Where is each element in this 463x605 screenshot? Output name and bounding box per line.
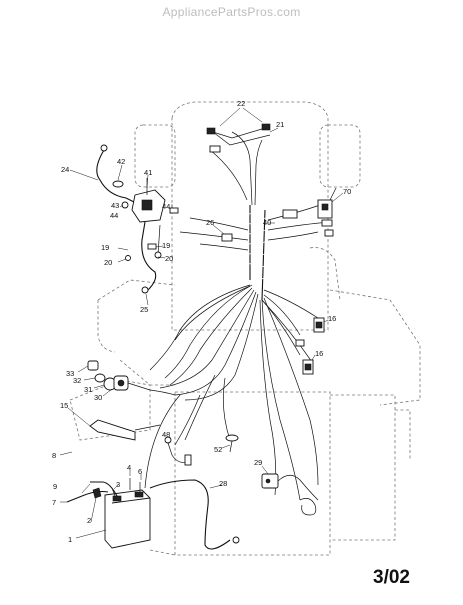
callout-4: 4 [127, 463, 131, 472]
callout-22: 22 [237, 99, 245, 108]
connector [209, 145, 221, 153]
callout-20-right: 20 [165, 254, 173, 263]
callout-8: 8 [52, 451, 56, 460]
callout-44-right: 44 [162, 202, 170, 211]
callout-19-right: 19 [162, 241, 170, 250]
headlight-socket-left [206, 127, 216, 135]
callout-44-left: 44 [110, 211, 118, 220]
callout-70: 70 [343, 187, 351, 196]
callout-40: 40 [263, 218, 271, 227]
callout-29: 29 [254, 458, 262, 467]
callout-30: 30 [94, 393, 102, 402]
callout-15: 15 [60, 401, 68, 410]
key-switch-assembly [77, 360, 176, 397]
callout-25: 25 [140, 305, 148, 314]
callout-42: 42 [117, 157, 125, 166]
watermark: AppliancePartsPros.com [162, 5, 301, 19]
callout-1: 1 [68, 535, 72, 544]
bracket-15 [67, 407, 161, 441]
callout-2: 2 [87, 516, 91, 525]
callout-16-upper: 16 [328, 314, 336, 323]
callout-48: 48 [162, 430, 170, 439]
callout-24: 24 [61, 165, 69, 174]
right-connectors [268, 187, 344, 237]
plug-40 [282, 209, 298, 219]
battery-assembly [59, 451, 151, 549]
callout-6: 6 [138, 467, 142, 476]
main-harness [144, 131, 331, 501]
callout-19-left: 19 [101, 243, 109, 252]
battery [104, 489, 151, 549]
solenoid-29 [149, 465, 319, 550]
callout-16-lower: 16 [315, 349, 323, 358]
callout-32: 32 [73, 376, 81, 385]
connector-26 [212, 224, 233, 242]
ignition-assembly [69, 144, 179, 306]
callout-43: 43 [111, 201, 119, 210]
callout-21: 21 [276, 120, 284, 129]
callout-28: 28 [219, 479, 227, 488]
headlight-leads [206, 107, 279, 153]
callout-52: 52 [214, 445, 222, 454]
callout-7: 7 [52, 498, 56, 507]
parts-48-52 [164, 434, 239, 466]
headlight-socket-right [261, 123, 271, 131]
callout-31: 31 [84, 385, 92, 394]
callout-20-left: 20 [104, 258, 112, 267]
callout-3: 3 [116, 480, 120, 489]
callout-9: 9 [53, 482, 57, 491]
callout-labels: 22 21 24 42 41 43 44 44 26 40 70 19 19 2… [52, 99, 351, 544]
page-code: 3/02 [373, 567, 410, 588]
callout-33: 33 [66, 369, 74, 378]
callout-26: 26 [206, 218, 214, 227]
callout-41: 41 [144, 168, 152, 177]
tractor-outline [69, 101, 421, 556]
switches-16 [295, 317, 329, 375]
